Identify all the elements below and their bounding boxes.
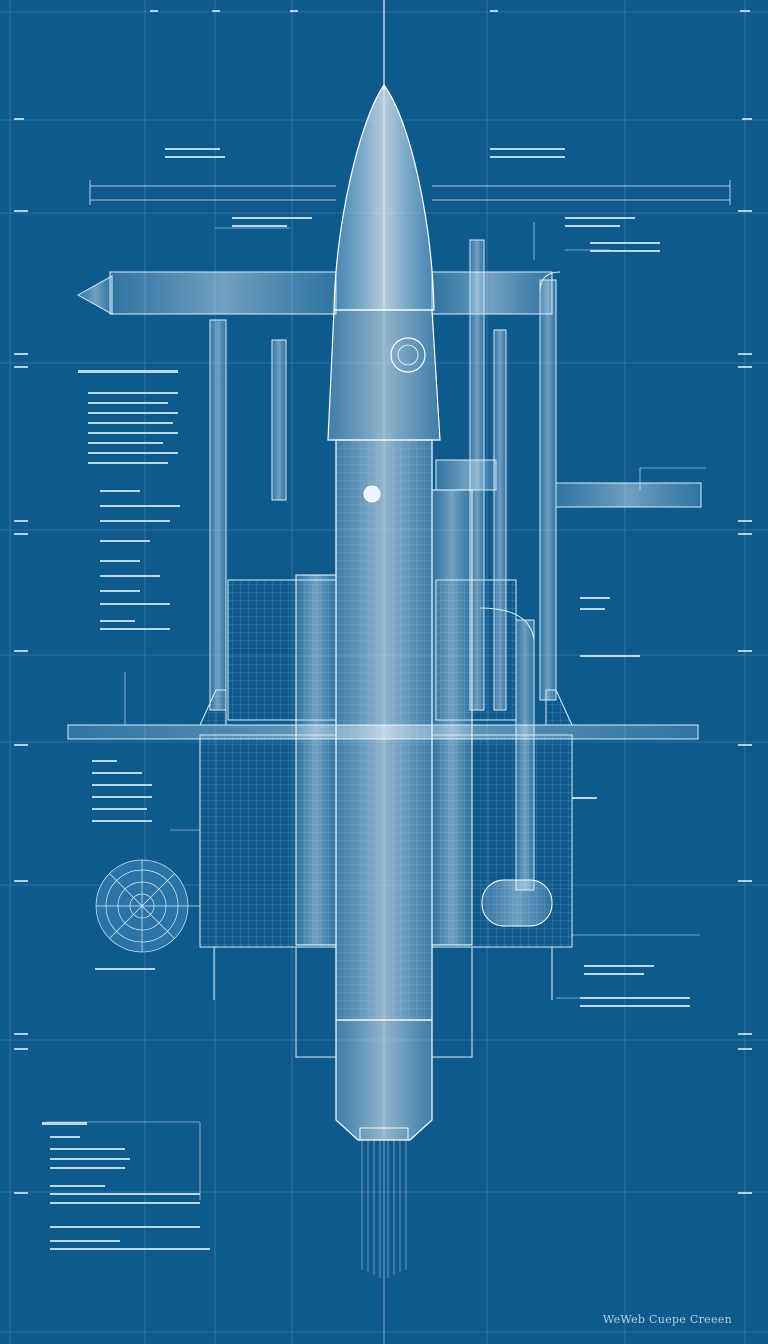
- left-booster: [295, 574, 337, 946]
- exhaust-plume: [361, 1140, 407, 1344]
- rocket: [295, 83, 473, 1141]
- hatch-emblem: [390, 337, 426, 373]
- right-booster: [431, 489, 473, 946]
- engine-section: [335, 1019, 433, 1141]
- annotation-blocks: [42, 148, 690, 1250]
- rocket-fairing: [327, 309, 441, 441]
- grid-tick-marks: [14, 10, 752, 1194]
- radial-component: [95, 859, 200, 953]
- watermark-caption: WeWeb Cuepe Creeen: [602, 1313, 732, 1326]
- pressure-tank: [481, 879, 553, 927]
- dimension-rulers: [89, 180, 731, 205]
